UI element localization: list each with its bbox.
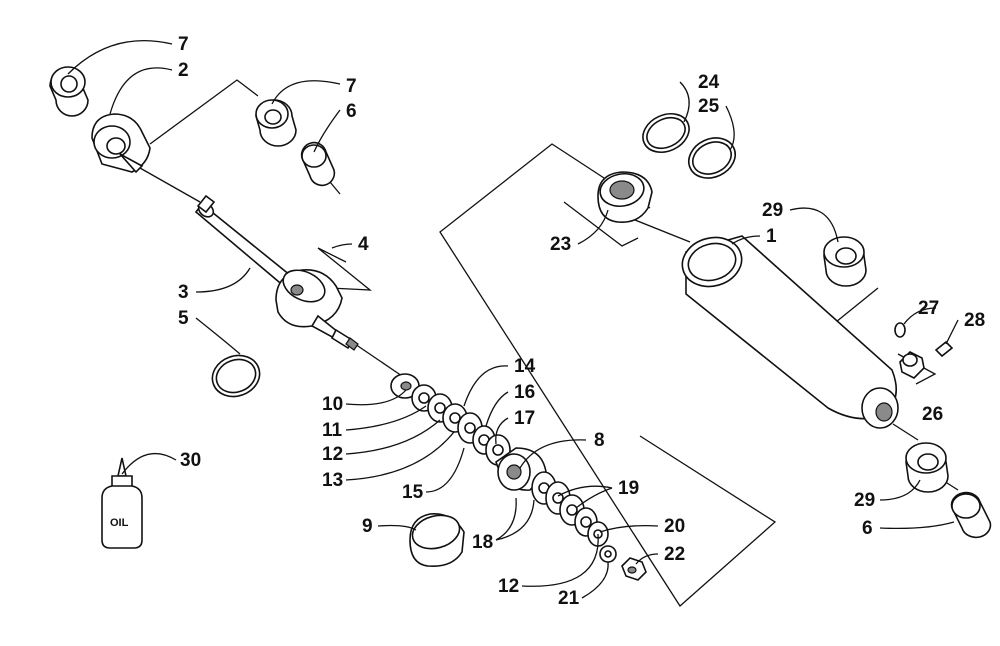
leader-lines — [67, 40, 959, 599]
label-3: 3 — [178, 282, 189, 303]
label-18: 18 — [472, 532, 493, 553]
label-24: 24 — [698, 72, 720, 93]
label-29-lower: 29 — [854, 490, 875, 511]
oil-bottle-label: OIL — [110, 517, 129, 529]
part-2-shock-eye — [91, 113, 151, 174]
part-9-wear-band — [409, 513, 465, 568]
axis-upper — [139, 167, 201, 203]
label-7-left: 7 — [178, 34, 189, 55]
axis-lower-rod — [351, 341, 403, 377]
label-9: 9 — [362, 516, 373, 537]
shim-stack-upper — [390, 373, 511, 466]
label-13: 13 — [322, 470, 343, 491]
part-21-washer — [599, 545, 617, 563]
label-6-lower: 6 — [862, 518, 873, 539]
shim-stack-lower — [531, 471, 609, 547]
label-15: 15 — [402, 482, 424, 503]
label-25: 25 — [698, 96, 720, 117]
callout-labels: 7 2 7 6 4 3 5 10 11 12 13 14 15 16 17 8 … — [178, 34, 985, 609]
label-12-lower: 12 — [498, 576, 519, 597]
part-6-sleeve-upper — [300, 141, 336, 187]
part-25-ring — [688, 137, 736, 179]
part-5-o-ring — [211, 354, 261, 398]
part-29-bushing-upper — [823, 236, 867, 287]
part-4-piston — [275, 269, 359, 351]
part-24-ring — [642, 112, 690, 154]
part-30-oil-bottle: OIL — [101, 457, 143, 549]
part-28-valve-cap — [934, 340, 954, 358]
part-1-shock-body — [681, 235, 899, 429]
label-16: 16 — [514, 382, 535, 403]
part-6-sleeve-lower — [950, 491, 992, 539]
label-7-right: 7 — [346, 76, 357, 97]
label-11: 11 — [322, 420, 343, 441]
label-6-upper: 6 — [346, 101, 357, 122]
label-8: 8 — [594, 430, 605, 451]
bracket-piston — [317, 247, 372, 291]
axis-body-bottom — [892, 423, 919, 441]
bracket-lower-body — [439, 143, 777, 607]
label-20: 20 — [664, 516, 685, 537]
part-7-bushing-left — [49, 66, 89, 117]
label-2: 2 — [178, 60, 189, 81]
label-30: 30 — [180, 450, 201, 471]
label-14: 14 — [514, 356, 536, 377]
part-29-bushing-lower — [905, 442, 949, 493]
label-17: 17 — [514, 408, 535, 429]
label-12-upper: 12 — [322, 444, 343, 465]
label-5: 5 — [178, 308, 189, 329]
label-28: 28 — [964, 310, 985, 331]
label-10: 10 — [322, 394, 343, 415]
bracket-reservoir — [835, 287, 879, 323]
label-21: 21 — [558, 588, 580, 609]
part-26-fitting — [899, 351, 925, 379]
part-27-small-o-ring — [894, 322, 906, 338]
label-19: 19 — [618, 478, 639, 499]
label-29-upper: 29 — [762, 200, 783, 221]
label-23: 23 — [550, 234, 571, 255]
label-26: 26 — [922, 404, 943, 425]
part-7-bushing-right — [255, 99, 297, 147]
label-27: 27 — [918, 298, 939, 319]
part-22-nut — [621, 557, 647, 581]
part-23-reservoir-cap — [597, 171, 653, 224]
label-22: 22 — [664, 544, 685, 565]
label-1: 1 — [766, 226, 777, 247]
bracket-cap-23 — [563, 201, 639, 247]
bracket-upper-eye — [149, 79, 259, 145]
label-4: 4 — [358, 234, 369, 255]
